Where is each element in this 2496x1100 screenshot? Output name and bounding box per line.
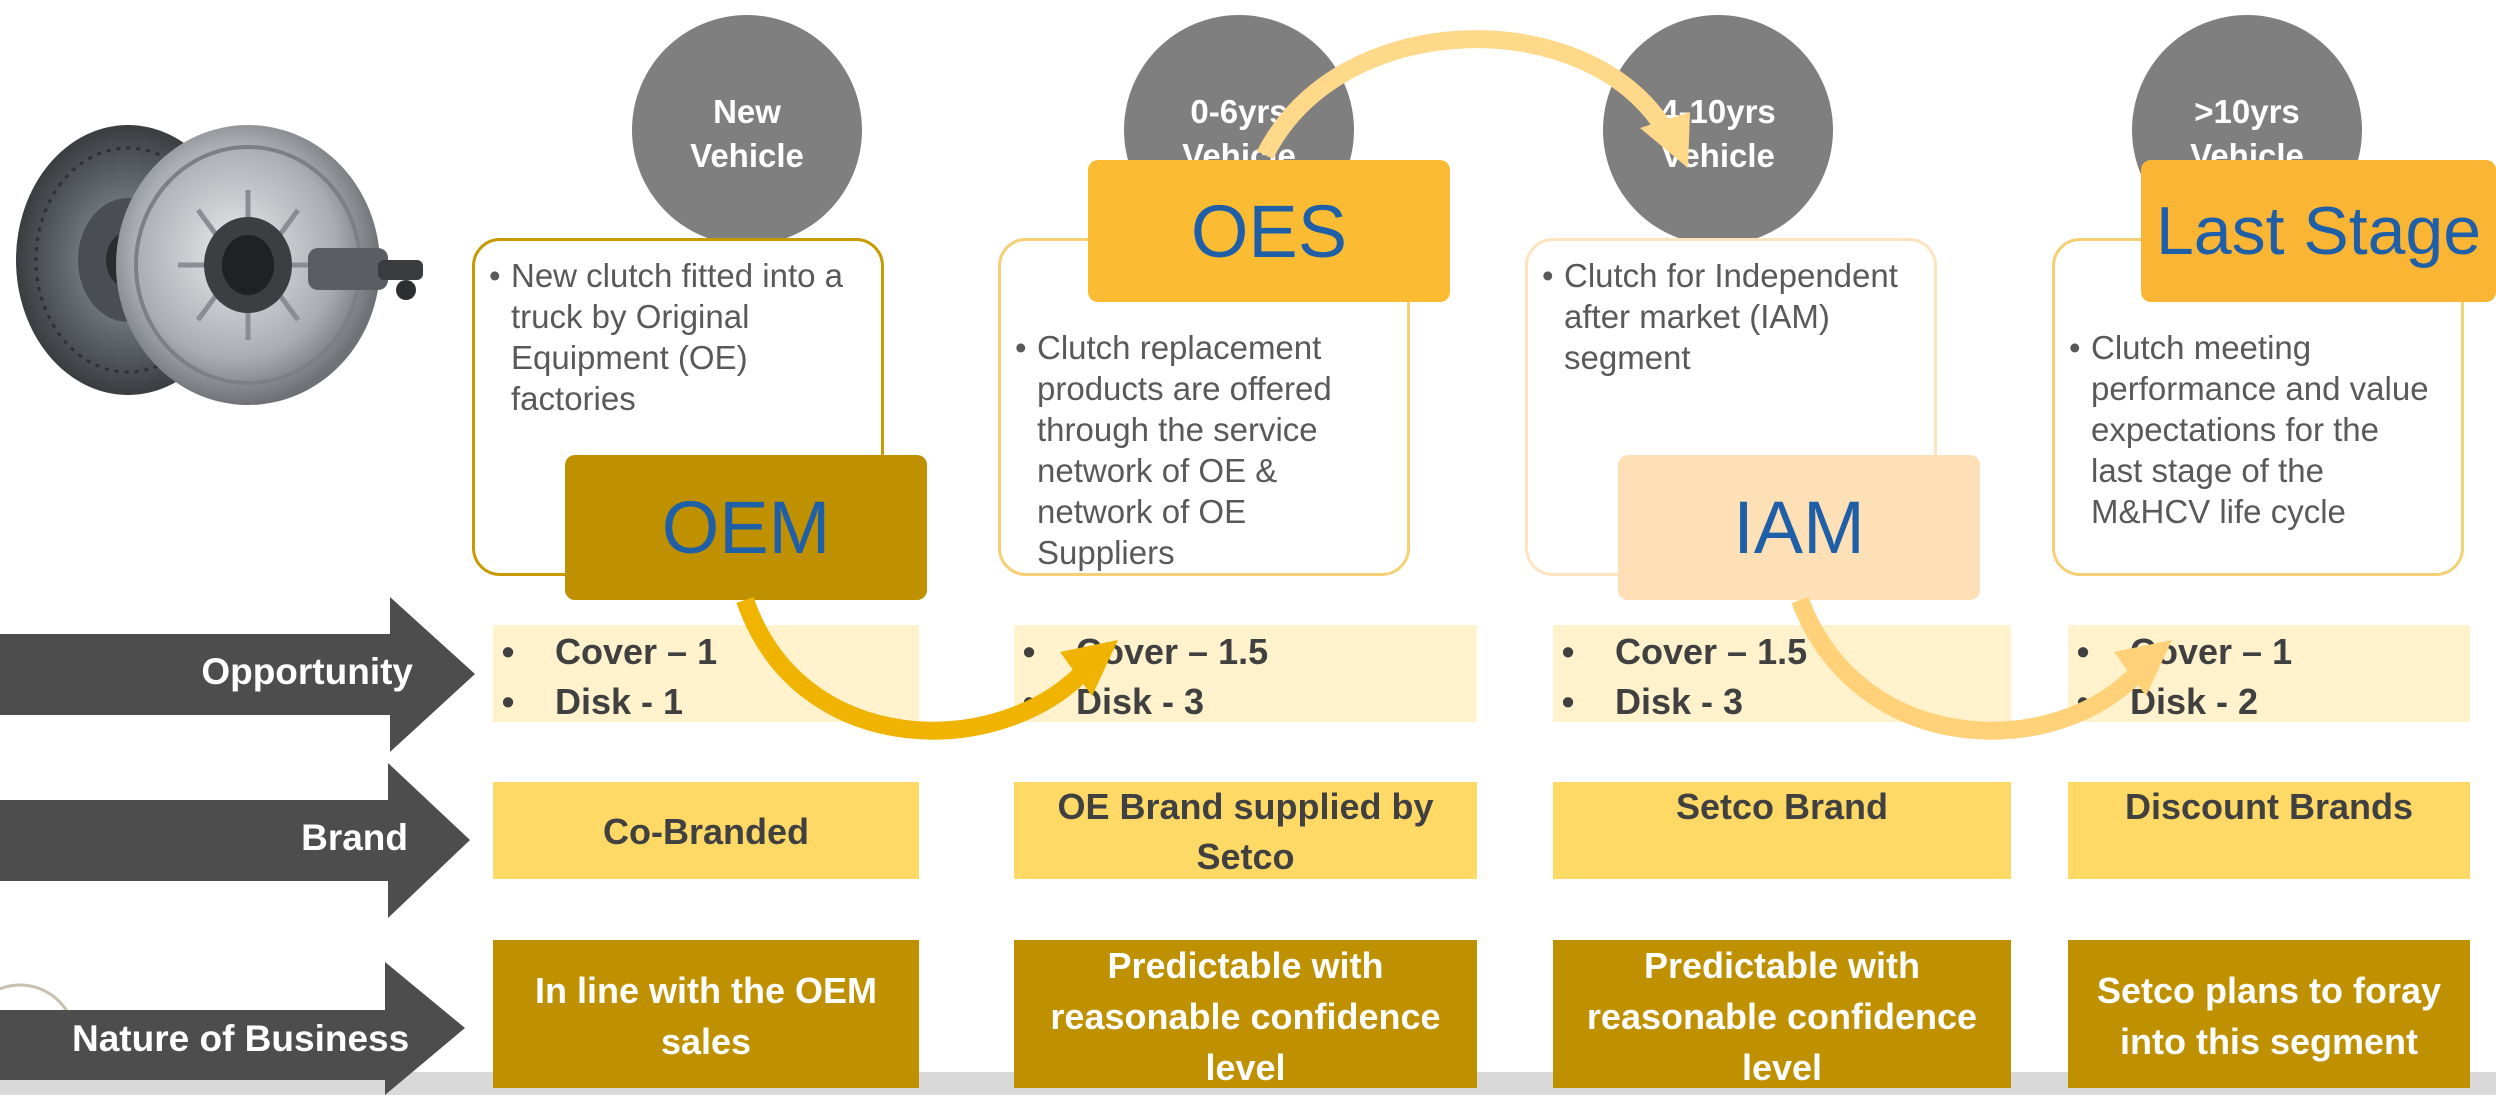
description-text: Clutch replacement products are offered …	[1037, 329, 1332, 571]
bullet-icon: •	[501, 631, 515, 672]
business-box-last-stage: Setco plans to foray into this segment	[2068, 940, 2470, 1088]
curved-transition-arrow	[1791, 596, 2147, 740]
brand-row-arrow: Brand	[0, 763, 470, 918]
list-item: •Disk - 1	[493, 677, 919, 727]
age-circle-new: New Vehicle	[632, 15, 862, 245]
brand-box-last-stage: Discount Brands	[2068, 782, 2470, 879]
bullet-icon: •	[501, 681, 515, 722]
curved-transition-arrow-head	[1640, 112, 1690, 168]
bullet-icon: •	[2076, 631, 2090, 672]
stage-label-oem: OEM	[565, 455, 927, 600]
business-box-iam: Predictable with reasonable confidence l…	[1553, 940, 2011, 1088]
business-box-oes: Predictable with reasonable confidence l…	[1014, 940, 1477, 1088]
curved-transition-arrow	[1256, 30, 1673, 160]
brand-box-oes: OE Brand supplied by Setco	[1014, 782, 1477, 879]
opportunity-row-arrow: Opportunity	[0, 597, 475, 752]
opportunity-row-label: Opportunity	[201, 651, 413, 692]
curved-transition-arrow-head	[1060, 640, 1118, 696]
stage-label-last-stage: Last Stage	[2141, 160, 2496, 302]
business-row-label: Nature of Business	[72, 1018, 410, 1059]
brand-box-iam: Setco Brand	[1553, 782, 2011, 879]
opportunity-box-iam: •Cover – 1.5 •Disk - 3	[1553, 625, 2011, 722]
description-text: Clutch for Independent after market (IAM…	[1564, 257, 1898, 376]
description-text: Clutch meeting performance and value exp…	[2091, 329, 2429, 530]
age-circle-4-10yrs: 4-10yrs Vehicle	[1603, 15, 1833, 245]
bullet-icon: •	[1561, 631, 1575, 672]
bullet-icon: •	[1015, 329, 1027, 366]
list-item: •Disk - 3	[1014, 677, 1477, 727]
bullet-icon: •	[1561, 681, 1575, 722]
list-item: •Cover – 1.5	[1553, 627, 2011, 677]
stage-label-oes: OES	[1088, 160, 1450, 302]
list-item: •Cover – 1	[493, 627, 919, 677]
curved-transition-arrow	[736, 597, 1092, 740]
brand-box-oem: Co-Branded	[493, 782, 919, 879]
bullet-icon: •	[1542, 257, 1554, 294]
business-row-arrow: Nature of Business	[0, 962, 465, 1095]
curved-transition-arrow-head	[2114, 640, 2172, 696]
description-text: New clutch fitted into a truck by Origin…	[511, 257, 843, 417]
stage-label-iam: IAM	[1618, 455, 1980, 600]
clutch-assembly-image	[8, 100, 438, 430]
list-item: •Disk - 3	[1553, 677, 2011, 727]
age-label-line1: >10yrs	[2194, 93, 2300, 130]
business-box-oem: In line with the OEM sales	[493, 940, 919, 1088]
bullet-icon: •	[2069, 329, 2081, 366]
age-label-line1: 0-6yrs	[1190, 93, 1288, 130]
age-label-line2: Vehicle	[690, 137, 804, 174]
age-label-line1: New	[713, 93, 781, 130]
brand-row-label: Brand	[301, 817, 408, 858]
bullet-icon: •	[1022, 631, 1036, 672]
bullet-icon: •	[489, 257, 501, 294]
